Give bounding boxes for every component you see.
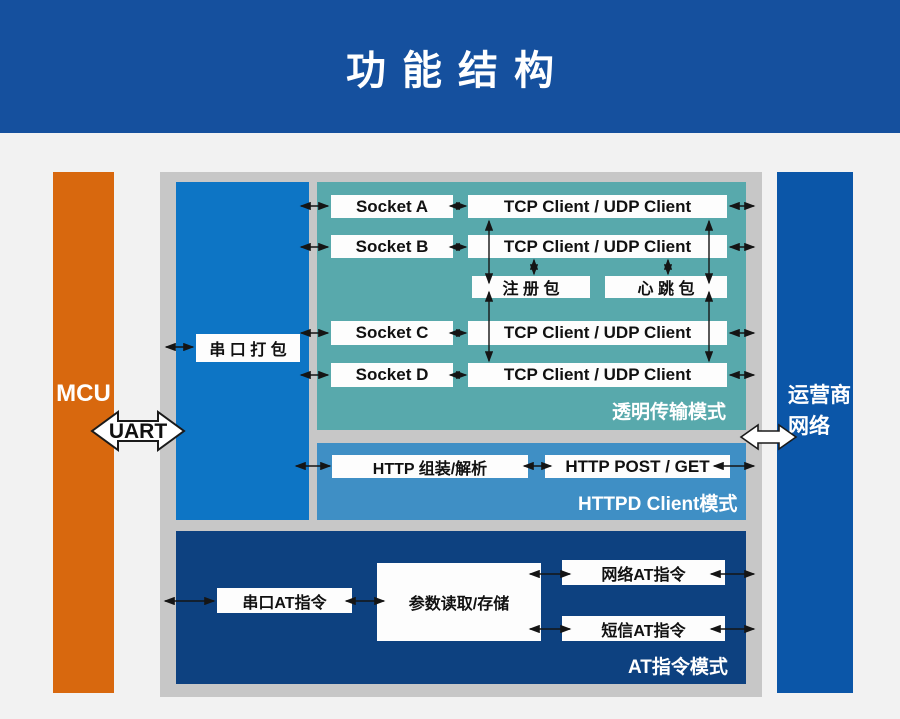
network-at-command-box: 网络AT指令	[562, 560, 725, 585]
at-mode-label: AT指令模式	[628, 657, 728, 678]
title-banner: 功能结构	[0, 0, 900, 133]
param-read-store-box: 参数读取/存储	[377, 563, 541, 641]
heartbeat-packet-box: 心 跳 包	[605, 276, 727, 298]
mcu-label: MCU	[56, 380, 111, 407]
socket-c-box: Socket C	[331, 321, 453, 345]
carrier-network-bar: 运营商 网络	[777, 172, 853, 693]
tcp-udp-client-box-2: TCP Client / UDP Client	[468, 235, 727, 258]
httpd-mode-label: HTTPD Client模式	[578, 494, 738, 515]
http-post-get-box: HTTP POST / GET	[545, 455, 730, 478]
transparent-mode-panel	[317, 182, 746, 430]
http-assemble-box: HTTP 组装/解析	[332, 455, 528, 478]
register-packet-box: 注 册 包	[472, 276, 590, 298]
socket-d-box: Socket D	[331, 363, 453, 387]
tcp-udp-client-box-1: TCP Client / UDP Client	[468, 195, 727, 218]
socket-b-box: Socket B	[331, 235, 453, 258]
tcp-udp-client-box-3: TCP Client / UDP Client	[468, 321, 727, 345]
tcp-udp-client-box-4: TCP Client / UDP Client	[468, 363, 727, 387]
mcu-bar: MCU	[53, 172, 114, 693]
uart-label: UART	[109, 420, 167, 443]
serial-at-command-box: 串口AT指令	[217, 588, 352, 613]
socket-a-box: Socket A	[331, 195, 453, 218]
page-title: 功能结构	[346, 48, 570, 93]
transparent-mode-label: 透明传输模式	[612, 402, 727, 423]
serial-packing-box: 串 口 打 包	[196, 334, 300, 362]
sms-at-command-box: 短信AT指令	[562, 616, 725, 641]
carrier-network-label: 运营商 网络	[788, 384, 851, 438]
